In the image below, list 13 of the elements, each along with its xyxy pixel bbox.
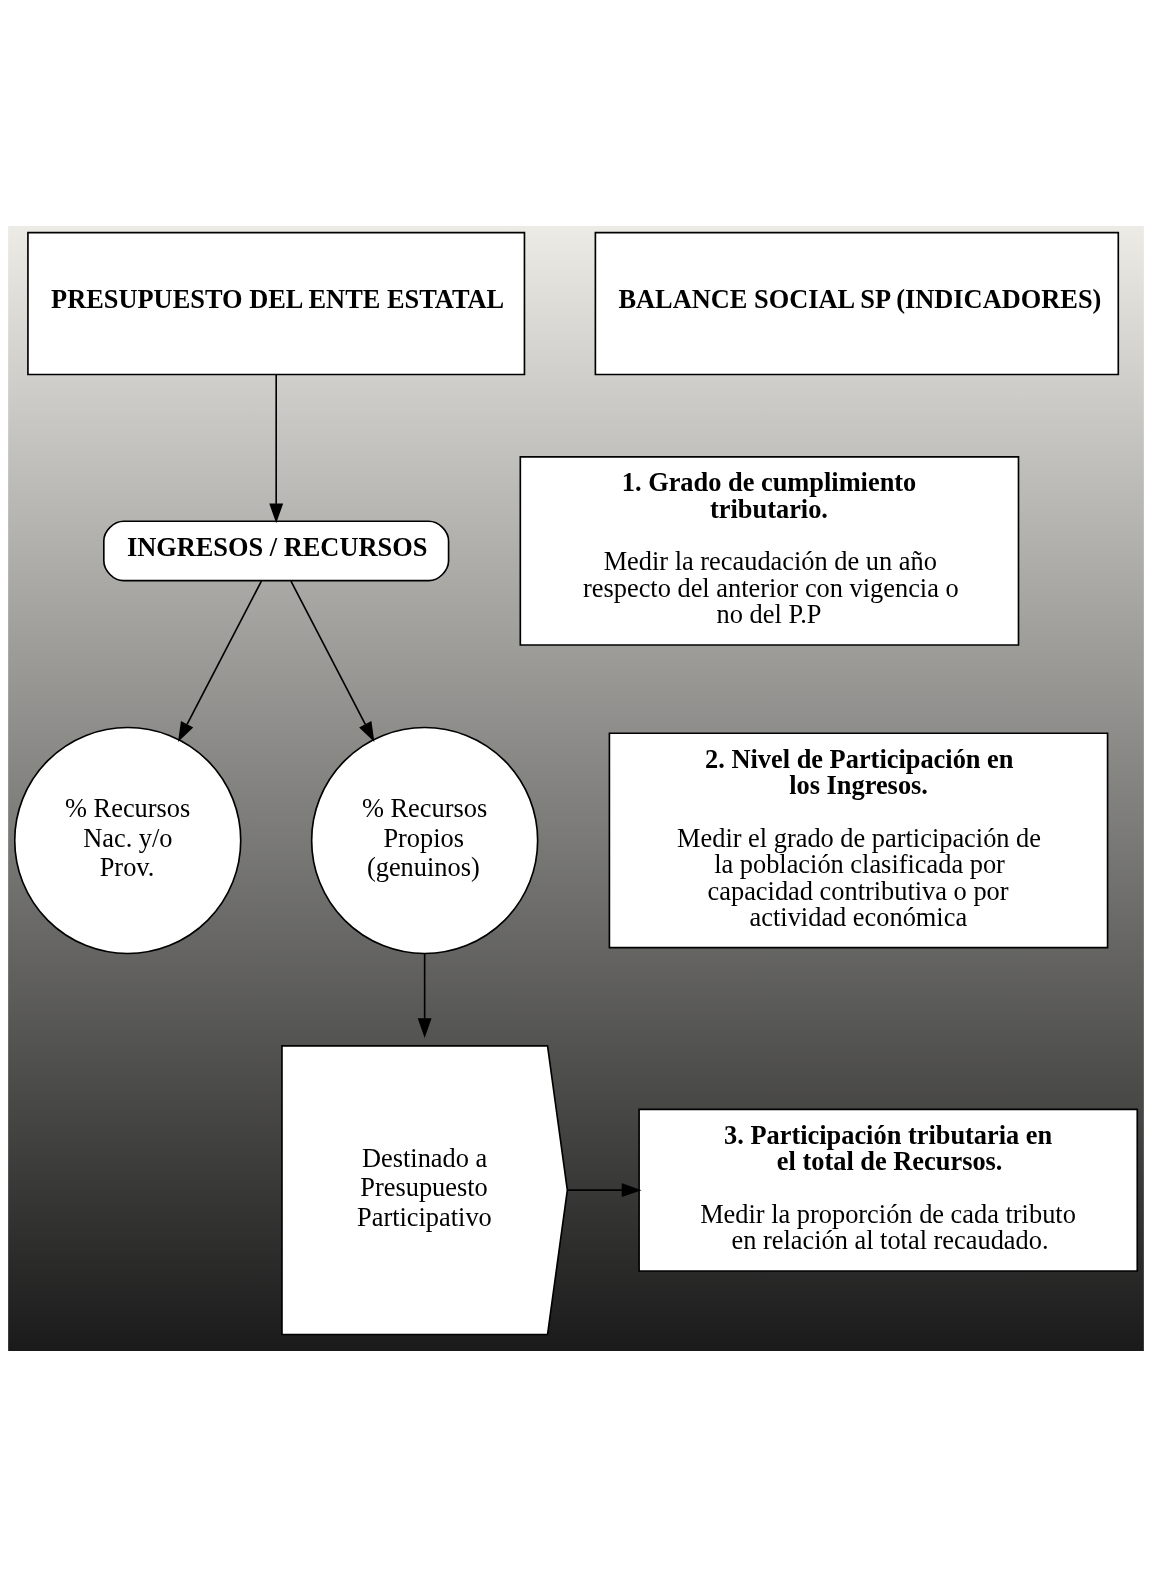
arrow xyxy=(269,373,284,524)
node-box: BALANCE SOCIAL SP (INDICADORES) xyxy=(594,231,1120,376)
arrow xyxy=(290,580,375,742)
node-circle: % Recursos Propios (genuinos) xyxy=(310,726,539,955)
arrow xyxy=(417,952,432,1039)
node-box: 3. Participación tributaria en el total de Recursos. Medir la proporción de cada tributo en relación al total recaudado. xyxy=(638,1108,1139,1272)
arrow xyxy=(178,580,263,742)
node-circle: % Recursos Nac. y/o Prov. xyxy=(13,726,242,955)
node-box: INGRESOS / RECURSOS xyxy=(103,520,450,582)
node-box: 2. Nivel de Participación en los Ingresos. Medir el grado de participación de la población clasificada por capacidad contributiva o por actividad económica xyxy=(608,732,1109,949)
node-box: 1. Grado de cumplimiento tributario. Medir la recaudación de un año respecto del anterior con vigencia o no del P.P xyxy=(519,456,1020,646)
node-box: PRESUPUESTO DEL ENTE ESTATAL xyxy=(27,231,526,376)
arrow xyxy=(566,1183,642,1198)
